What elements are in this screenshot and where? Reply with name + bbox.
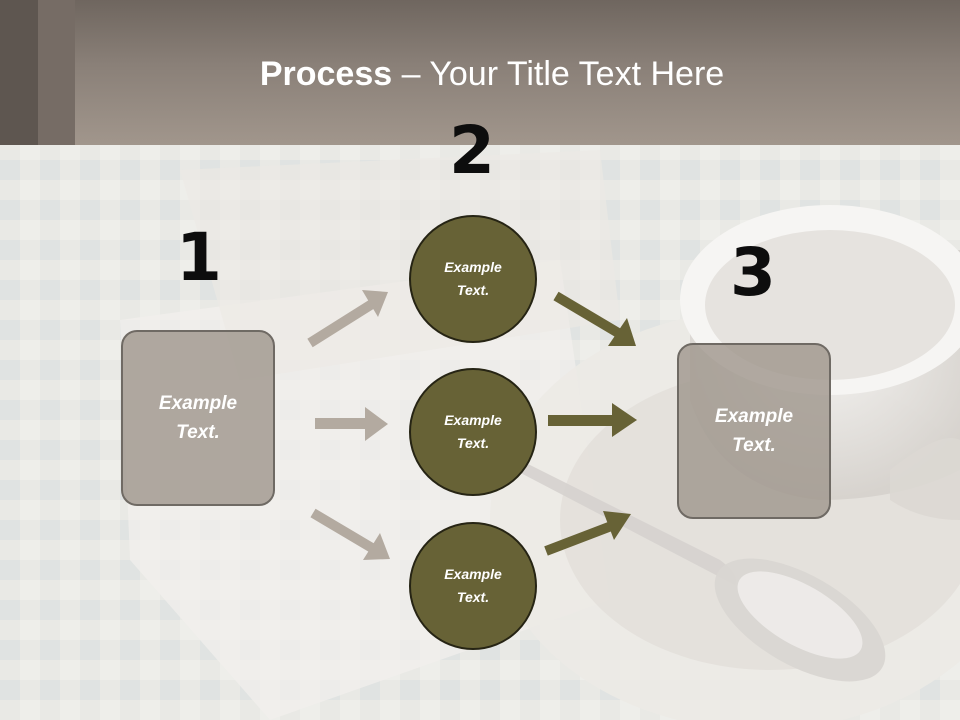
step3-box-text: Example Text.	[714, 406, 794, 456]
header-accent-stripe	[0, 0, 38, 145]
title-bold-text: Process	[259, 55, 393, 93]
step2-circle-middle[interactable]: Example Text.	[409, 368, 537, 496]
circle-text: Example Text.	[444, 566, 502, 605]
step1-box-text: Example Text.	[158, 393, 238, 443]
step-number-3: 3	[730, 234, 776, 311]
step2-circle-bottom[interactable]: Example Text.	[409, 522, 537, 650]
step1-box[interactable]: Example Text.	[121, 330, 275, 506]
header-accent-stripe	[38, 0, 75, 145]
circle-text: Example Text.	[444, 259, 502, 298]
title-band	[0, 0, 960, 145]
title-rest-text: – Your Title Text Here	[392, 55, 725, 93]
step2-circle-top[interactable]: Example Text.	[409, 215, 537, 343]
circle-text: Example Text.	[444, 412, 502, 451]
step3-box[interactable]: Example Text.	[677, 343, 831, 519]
slide-title[interactable]: Process – Your Title Text Here	[0, 54, 960, 94]
step-number-2: 2	[449, 112, 495, 189]
step-number-1: 1	[176, 219, 222, 296]
